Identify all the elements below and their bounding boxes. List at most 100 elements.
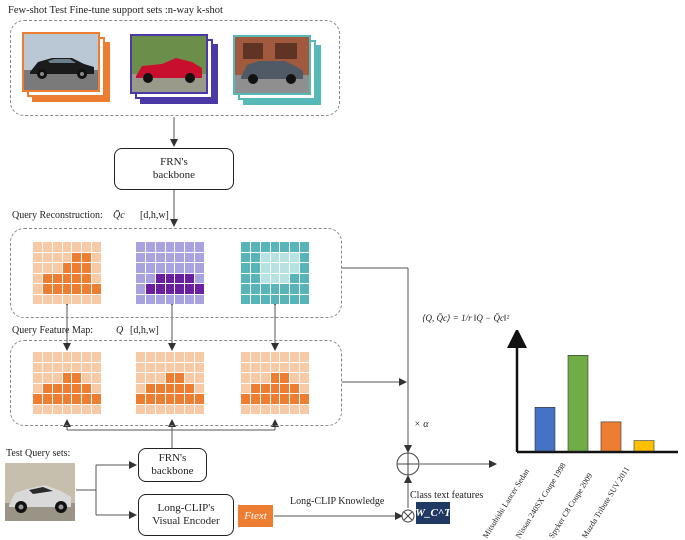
grid-cell [42, 252, 52, 262]
grid-cell [260, 383, 270, 393]
grid-cell [155, 394, 165, 404]
grid-cell [82, 394, 92, 404]
grid-cell [250, 263, 260, 273]
grid-cell [165, 373, 175, 383]
chart-bar [567, 355, 589, 452]
grid-cell [241, 394, 250, 404]
grid-cell [250, 284, 260, 294]
grid-cell [62, 352, 72, 362]
grid-cell [195, 294, 204, 304]
grid-cell [290, 383, 300, 393]
grid-cell [42, 242, 52, 252]
grid-cell [33, 394, 42, 404]
grid-cell [280, 242, 290, 252]
test-query-image [5, 463, 75, 521]
grid-cell [241, 294, 250, 304]
grid-cell [290, 273, 300, 283]
grid-cell [155, 284, 165, 294]
grid-cell [155, 263, 165, 273]
grid-cell [145, 394, 155, 404]
grid-cell [165, 404, 175, 414]
grid-cell [250, 394, 260, 404]
grid-cell [300, 383, 309, 393]
grid-cell [92, 394, 101, 404]
grid-cell [260, 242, 270, 252]
grid-cell [250, 252, 260, 262]
grid-cell [241, 352, 250, 362]
frn-backbone-bottom: FRN's backbone [138, 448, 207, 482]
ftext-label: Ftext [244, 510, 267, 522]
grid-cell [33, 242, 42, 252]
grid-cell [185, 362, 195, 372]
alpha-label: × α [414, 419, 429, 430]
grid-cell [92, 294, 101, 304]
grid-cell [290, 404, 300, 414]
grid-cell [52, 404, 62, 414]
grid-cell [33, 383, 42, 393]
grid-cell [270, 294, 280, 304]
grid-cell [290, 242, 300, 252]
grid-cell [155, 273, 165, 283]
frn-backbone-bottom-label: FRN's backbone [151, 451, 194, 477]
grid-cell [145, 362, 155, 372]
grid-cell [136, 252, 145, 262]
grid-cell [72, 394, 82, 404]
grid-cell [241, 273, 250, 283]
grid-cell [82, 252, 92, 262]
grid-cell [280, 394, 290, 404]
query-feat-dims: [d,h,w] [130, 325, 159, 336]
chart-bar [633, 440, 655, 452]
grid-cell [145, 252, 155, 262]
ftext-block: Ftext [238, 505, 273, 527]
grid-cell [250, 362, 260, 372]
grid-cell [82, 383, 92, 393]
grid-cell [195, 352, 204, 362]
grid-cell [72, 404, 82, 414]
grid-cell [241, 362, 250, 372]
grid-cell [145, 404, 155, 414]
grid-cell [42, 362, 52, 372]
grid-cell [241, 383, 250, 393]
grid-cell [136, 294, 145, 304]
grid-cell [72, 263, 82, 273]
grid-cell [270, 273, 280, 283]
query-recon-title: Query Reconstruction: [12, 210, 103, 221]
grid-cell [280, 352, 290, 362]
grid-cell [185, 394, 195, 404]
grid-cell [145, 284, 155, 294]
grid-cell [270, 383, 280, 393]
grid-cell [33, 352, 42, 362]
grid-cell [33, 362, 42, 372]
grid-cell [52, 252, 62, 262]
grid-cell [195, 263, 204, 273]
grid-cell [62, 263, 72, 273]
grid-cell [195, 362, 204, 372]
grid-cell [165, 263, 175, 273]
chart-bar [600, 421, 622, 452]
grid-cell [82, 263, 92, 273]
grid-cell [92, 383, 101, 393]
feature-grid-2 [136, 352, 204, 414]
grid-cell [195, 373, 204, 383]
grid-cell [52, 394, 62, 404]
grid-cell [250, 373, 260, 383]
grid-cell [33, 284, 42, 294]
grid-cell [82, 352, 92, 362]
grid-cell [195, 252, 204, 262]
grid-cell [92, 362, 101, 372]
grid-cell [185, 352, 195, 362]
grid-cell [62, 362, 72, 372]
grid-cell [72, 352, 82, 362]
grid-cell [250, 404, 260, 414]
grid-cell [165, 242, 175, 252]
grid-cell [62, 273, 72, 283]
grid-cell [92, 373, 101, 383]
red-convertible-image [130, 34, 208, 94]
grid-cell [195, 273, 204, 283]
grid-cell [290, 294, 300, 304]
grid-cell [62, 383, 72, 393]
grey-suv-image [233, 35, 311, 95]
grid-cell [62, 404, 72, 414]
grid-cell [280, 373, 290, 383]
